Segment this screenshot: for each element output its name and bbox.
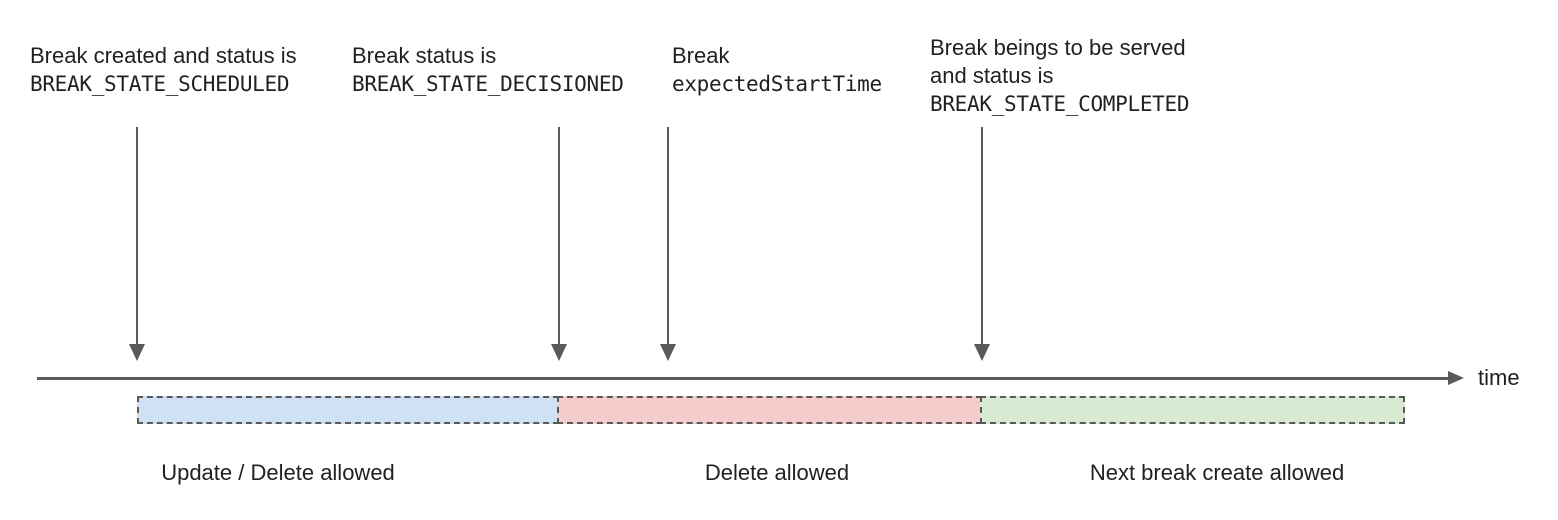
segment-delete-allowed xyxy=(557,396,982,424)
time-axis-line xyxy=(37,377,1450,380)
annotation-decisioned: Break status is BREAK_STATE_DECISIONED xyxy=(352,42,624,98)
annotation-scheduled: Break created and status is BREAK_STATE_… xyxy=(30,42,297,98)
segment-label-next-break-create: Next break create allowed xyxy=(1089,460,1345,485)
segment-label-delete: Delete allowed xyxy=(704,460,850,485)
segment-label-update-delete: Update / Delete allowed xyxy=(161,460,395,485)
annotation-code: expectedStartTime xyxy=(672,72,882,96)
arrow-head-icon xyxy=(551,344,567,361)
arrow-head-icon xyxy=(129,344,145,361)
segment-update-delete-allowed xyxy=(137,396,559,424)
arrow-shaft xyxy=(667,127,669,345)
annotation-text: Break created and status is xyxy=(30,43,297,68)
arrow-head-icon xyxy=(660,344,676,361)
arrow-shaft xyxy=(136,127,138,345)
time-axis-label: time xyxy=(1478,365,1520,390)
segment-next-break-create-allowed xyxy=(980,396,1405,424)
annotation-text: Break xyxy=(672,43,730,68)
annotation-text: and status is xyxy=(930,63,1054,88)
annotation-code: BREAK_STATE_COMPLETED xyxy=(930,92,1190,116)
annotation-code: BREAK_STATE_SCHEDULED xyxy=(30,72,290,96)
time-axis-arrow-icon xyxy=(1448,371,1464,385)
arrow-shaft xyxy=(981,127,983,345)
annotation-text: Break status is xyxy=(352,43,497,68)
arrow-head-icon xyxy=(974,344,990,361)
annotation-completed: Break beings to be served and status is … xyxy=(930,34,1190,118)
annotation-code: BREAK_STATE_DECISIONED xyxy=(352,72,624,96)
annotation-text: Break beings to be served xyxy=(930,35,1186,60)
annotation-expected-start-time: Break expectedStartTime xyxy=(672,42,882,98)
arrow-shaft xyxy=(558,127,560,345)
